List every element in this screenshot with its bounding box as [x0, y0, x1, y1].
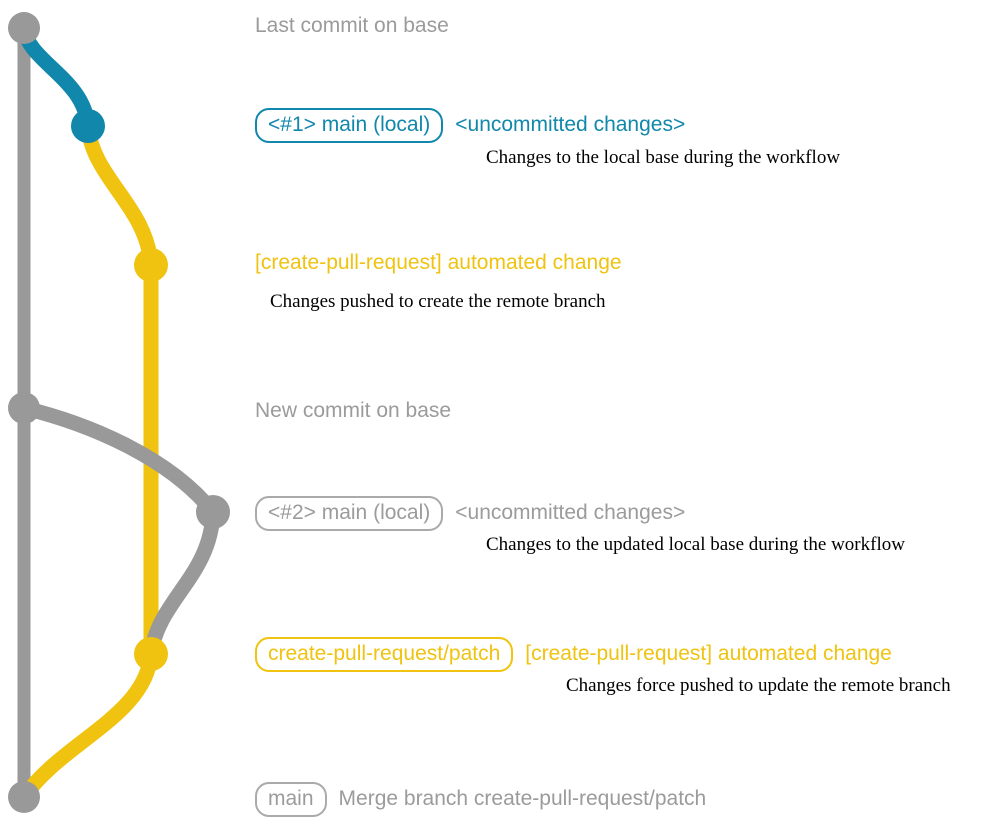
row-automated-change-1: [create-pull-request] automated change: [255, 251, 622, 274]
edge-gray-to-yellow2: [143, 504, 221, 662]
ref-badge-create-pull-request-patch[interactable]: create-pull-request/patch: [255, 637, 514, 673]
commit-subject-automated-change-2: [create-pull-request] automated change: [525, 642, 892, 665]
commit-node-blue-1[interactable]: [71, 109, 105, 143]
ref-badge-local-main-1[interactable]: <#1> main (local): [255, 108, 444, 144]
commit-subject-local-main-1: <uncommitted changes>: [455, 113, 686, 136]
commit-node-merge[interactable]: [8, 781, 40, 813]
ref-badge-local-main-2[interactable]: <#2> main (local): [255, 496, 444, 532]
commit-subject-local-main-2: <uncommitted changes>: [455, 501, 686, 524]
commit-description-local-main-2: Changes to the updated local base during…: [486, 534, 905, 555]
row-merge-commit: main Merge branch create-pull-request/pa…: [255, 782, 707, 818]
row-local-main-2: <#2> main (local) <uncommitted changes>: [255, 496, 686, 532]
edge-yellow-to-merge: [16, 646, 159, 805]
commit-subject-merge: Merge branch create-pull-request/patch: [338, 787, 707, 810]
row-local-main-1: <#1> main (local) <uncommitted changes>: [255, 108, 686, 144]
edge-blue-branch: [16, 20, 96, 134]
edge-gray-to-local2: [16, 400, 221, 520]
commit-node-base-new[interactable]: [8, 392, 40, 424]
commit-description-automated-change-2: Changes force pushed to update the remot…: [566, 675, 951, 696]
row-automated-change-2: create-pull-request/patch [create-pull-r…: [255, 637, 892, 673]
commit-node-gray-local-2[interactable]: [196, 495, 230, 529]
label-new-commit-on-base: New commit on base: [255, 399, 452, 422]
commit-node-yellow-1[interactable]: [134, 248, 168, 282]
ref-badge-main[interactable]: main: [255, 782, 327, 818]
commit-description-local-main-1: Changes to the local base during the wor…: [486, 147, 841, 168]
label-last-commit-on-base: Last commit on base: [255, 14, 449, 37]
commit-node-base-top[interactable]: [8, 12, 40, 44]
commit-node-yellow-2[interactable]: [134, 637, 168, 671]
commit-subject-automated-change-1: [create-pull-request] automated change: [255, 251, 622, 274]
edge-yellow-upper: [80, 118, 159, 273]
commit-description-automated-change-1: Changes pushed to create the remote bran…: [270, 291, 606, 312]
